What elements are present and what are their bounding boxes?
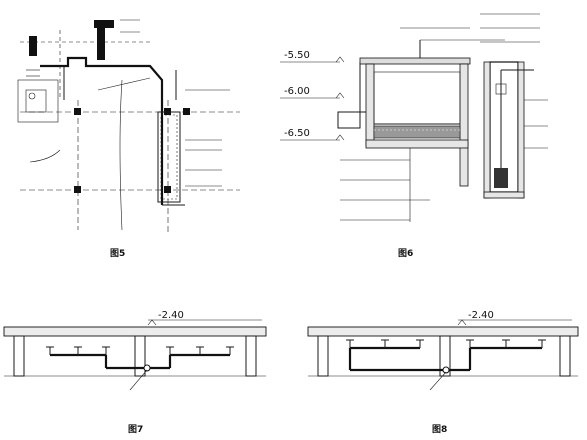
figure-6-section: -5.50 -6.00 -6.50 — [280, 13, 548, 259]
column-block — [74, 186, 81, 193]
planter-zone — [157, 111, 181, 203]
column-block — [183, 108, 190, 115]
column-block — [29, 36, 37, 56]
elevation-mark: -5.50 — [280, 50, 345, 63]
figure-5-site-plan: 图5 — [17, 19, 240, 259]
figure-caption: 图6 — [398, 248, 413, 259]
column-block — [97, 28, 105, 60]
elevation-label: -2.40 — [468, 310, 494, 321]
figure-caption: 图7 — [128, 424, 143, 435]
drain-pipe — [40, 56, 164, 205]
elevation-label: -6.00 — [284, 86, 310, 97]
column-block — [94, 20, 114, 28]
figure-caption: 图5 — [110, 248, 125, 259]
sprinkler-pipe — [348, 346, 542, 374]
tank-top-slab — [359, 57, 471, 65]
gravel-layer — [373, 125, 461, 139]
basement-roof-slab — [3, 326, 267, 337]
sprinkler-pipe — [50, 353, 230, 372]
elevation-mark: -6.50 — [280, 128, 345, 141]
figure-7-sprinkler: -2.40 图7 — [3, 310, 267, 435]
column-block — [164, 186, 171, 193]
elevation-label: -2.40 — [158, 310, 184, 321]
figure-8-sprinkler: -2.40 图8 — [307, 310, 579, 435]
elevation-label: -5.50 — [284, 50, 310, 61]
sump-pump — [494, 168, 508, 188]
elevation-label: -6.50 — [284, 128, 310, 139]
elevation-mark: -6.00 — [280, 86, 345, 99]
sprinkler-heads — [346, 339, 546, 348]
column-block — [74, 108, 81, 115]
figure-caption: 图8 — [432, 424, 447, 435]
basement-roof-slab — [307, 326, 579, 337]
green-planter — [373, 71, 461, 125]
parking-space — [17, 79, 59, 123]
sprinkler-heads — [46, 346, 234, 355]
